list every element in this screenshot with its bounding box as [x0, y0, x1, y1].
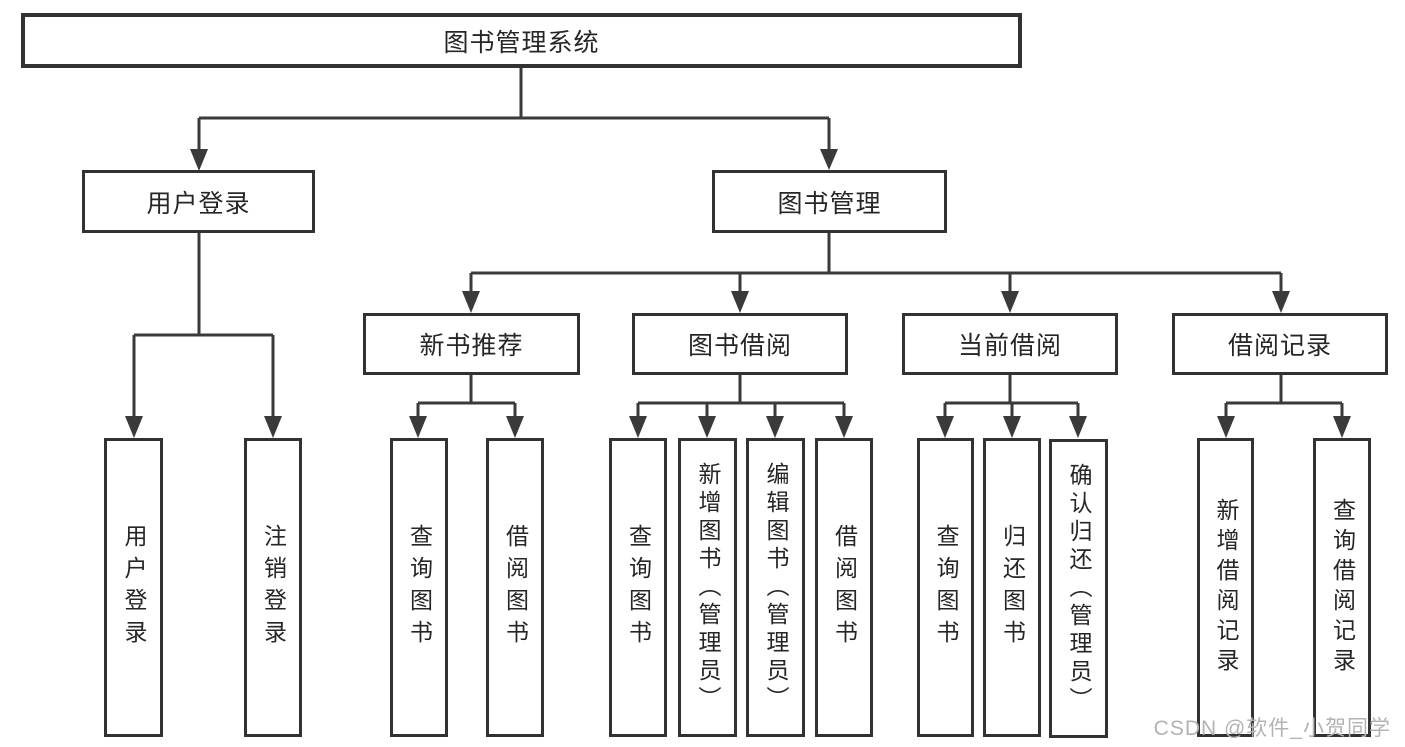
- node-new-book-recommend-label: 新书推荐: [419, 332, 524, 360]
- node-leaf-logout: 注销登录: [244, 438, 302, 737]
- node-borrowing-edit-books: 编辑图书（管理员）: [746, 438, 805, 737]
- connector-recommend-to-leaves: [409, 375, 524, 438]
- node-root: 图书管理系统: [21, 13, 1022, 68]
- node-borrowing-add-books-label: 新增图书（管理员）: [695, 461, 721, 714]
- node-current-query-books: 查询图书: [917, 438, 974, 737]
- node-recommend-borrow-books: 借阅图书: [486, 438, 544, 737]
- node-leaf-logout-label: 注销登录: [260, 523, 287, 652]
- node-current-return-books-label: 归还图书: [999, 523, 1026, 652]
- node-records-add-record: 新增借阅记录: [1197, 438, 1254, 737]
- node-current-return-books: 归还图书: [983, 438, 1041, 737]
- node-recommend-query-books: 查询图书: [390, 438, 448, 737]
- node-current-query-books-label: 查询图书: [933, 523, 959, 652]
- node-records-query-record: 查询借阅记录: [1313, 438, 1371, 737]
- node-records-query-record-label: 查询借阅记录: [1329, 497, 1356, 678]
- node-root-label: 图书管理系统: [443, 28, 600, 57]
- connector-current-to-leaves: [936, 375, 1087, 438]
- node-borrowing-query-books: 查询图书: [609, 438, 667, 737]
- node-new-book-recommend: 新书推荐: [363, 313, 580, 375]
- node-borrowing-borrow-books-label: 借阅图书: [831, 523, 858, 652]
- node-leaf-user-login-label: 用户登录: [121, 523, 147, 652]
- node-borrowing-edit-books-label: 编辑图书（管理员）: [763, 461, 789, 714]
- node-current-borrowing: 当前借阅: [902, 313, 1118, 375]
- node-borrowing-records: 借阅记录: [1172, 313, 1388, 375]
- node-recommend-borrow-books-label: 借阅图书: [502, 523, 529, 652]
- node-borrowing-borrow-books: 借阅图书: [815, 438, 873, 737]
- node-leaf-user-login: 用户登录: [104, 438, 163, 737]
- node-borrowing-records-label: 借阅记录: [1227, 332, 1332, 360]
- node-current-confirm-return-label: 确认归还（管理员）: [1066, 462, 1092, 715]
- node-book-management-label: 图书管理: [777, 189, 882, 218]
- node-book-borrowing: 图书借阅: [632, 313, 848, 375]
- node-records-add-record-label: 新增借阅记录: [1213, 497, 1239, 678]
- node-book-management: 图书管理: [712, 170, 947, 233]
- connector-root-to-level2: [190, 68, 838, 171]
- connector-records-to-leaves: [1217, 375, 1351, 438]
- connector-borrowing-to-leaves: [629, 375, 853, 438]
- watermark: CSDN @软件_小贺同学: [1153, 717, 1391, 740]
- connector-user-login-to-leaves: [125, 233, 282, 438]
- node-current-confirm-return: 确认归还（管理员）: [1049, 439, 1108, 738]
- node-user-login-label: 用户登录: [146, 189, 251, 218]
- node-user-login: 用户登录: [82, 170, 315, 233]
- node-borrowing-query-books-label: 查询图书: [625, 523, 652, 652]
- node-current-borrowing-label: 当前借阅: [957, 332, 1062, 360]
- node-recommend-query-books-label: 查询图书: [406, 523, 433, 652]
- node-book-borrowing-label: 图书借阅: [687, 332, 792, 360]
- connector-book-management-to-level3: [462, 233, 1290, 313]
- node-borrowing-add-books: 新增图书（管理员）: [678, 438, 737, 737]
